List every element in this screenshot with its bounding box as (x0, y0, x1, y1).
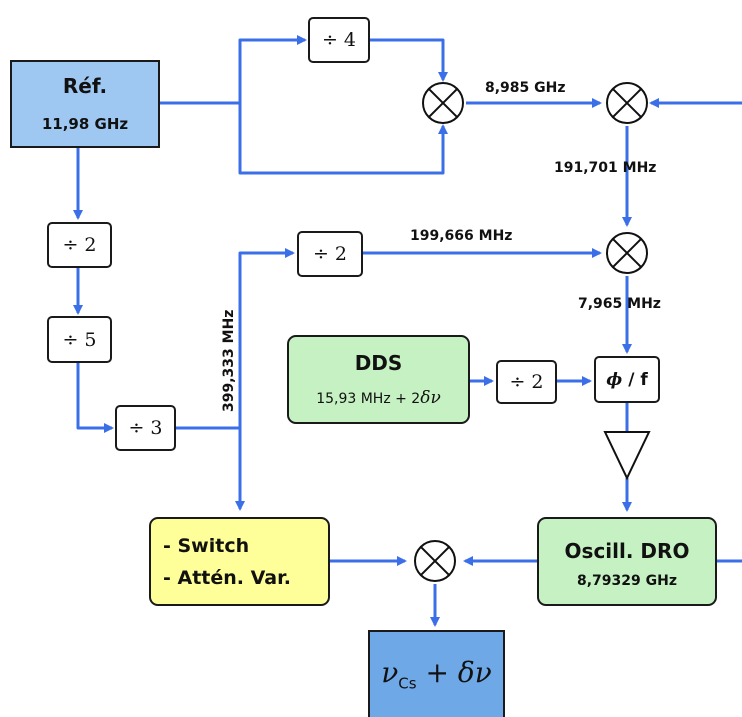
output-delta-nu: δν (457, 656, 492, 690)
dds-box: DDS 15,93 MHz + 2δν (287, 335, 470, 424)
mixer-x-icon (606, 82, 648, 124)
reference-title: Réf. (62, 74, 108, 98)
dds-frequency-prefix: 15,93 MHz + 2 (316, 391, 421, 407)
wire-ref-to-mixer1 (238, 103, 448, 175)
output-plus: + (416, 656, 458, 690)
dro-oscillator-box: Oscill. DRO 8,79329 GHz (537, 517, 717, 606)
wire-ref-to-div4 (238, 35, 307, 103)
output-frequency-box: νCs + δν (368, 630, 505, 717)
divider-3: ÷ 3 (115, 405, 176, 451)
wire-split-to-div2b (238, 248, 295, 428)
output-nu: ν (381, 656, 399, 690)
reference-frequency: 11,98 GHz (41, 115, 129, 133)
output-cs-subscript: Cs (398, 674, 417, 693)
phase-frequency-detector: ϕ / f (594, 356, 660, 403)
signal-label-8985ghz: 8,985 GHz (485, 80, 566, 96)
divider-2-chain: ÷ 2 (47, 222, 112, 268)
dds-frequency: 15,93 MHz + 2δν (289, 388, 468, 408)
dro-frequency: 8,79329 GHz (577, 573, 677, 589)
attenuator-label: - Attén. Var. (163, 567, 291, 589)
divider-2-upper: ÷ 2 (297, 231, 363, 277)
signal-label-199mhz: 199,666 MHz (410, 228, 513, 244)
output-frequency: νCs + δν (381, 656, 491, 693)
reference-oscillator-box: Réf. 11,98 GHz (10, 60, 160, 148)
mixer-x-icon (606, 232, 648, 274)
dds-title: DDS (354, 351, 403, 375)
divider-4: ÷ 4 (308, 17, 370, 63)
mixer-x-icon (422, 82, 464, 124)
amplifier-triangle-icon (603, 431, 651, 481)
dds-delta-nu: δν (420, 388, 441, 408)
phase-detector-label: / f (622, 369, 648, 390)
mixer-x-icon (414, 540, 456, 582)
dro-title: Oscill. DRO (564, 539, 690, 563)
wire-div5-to-div3 (76, 363, 114, 433)
divider-2-dds: ÷ 2 (496, 360, 557, 404)
wire-div4-to-mixer1 (370, 38, 448, 82)
switch-attenuator-box: - Switch - Attén. Var. (149, 517, 330, 606)
phi-symbol: ϕ (606, 369, 623, 390)
signal-label-399mhz: 399,333 MHz (221, 310, 237, 412)
switch-label: - Switch (163, 535, 250, 557)
divider-5: ÷ 5 (47, 316, 112, 363)
signal-label-7965mhz: 7,965 MHz (578, 296, 661, 312)
signal-label-191mhz: 191,701 MHz (554, 160, 657, 176)
